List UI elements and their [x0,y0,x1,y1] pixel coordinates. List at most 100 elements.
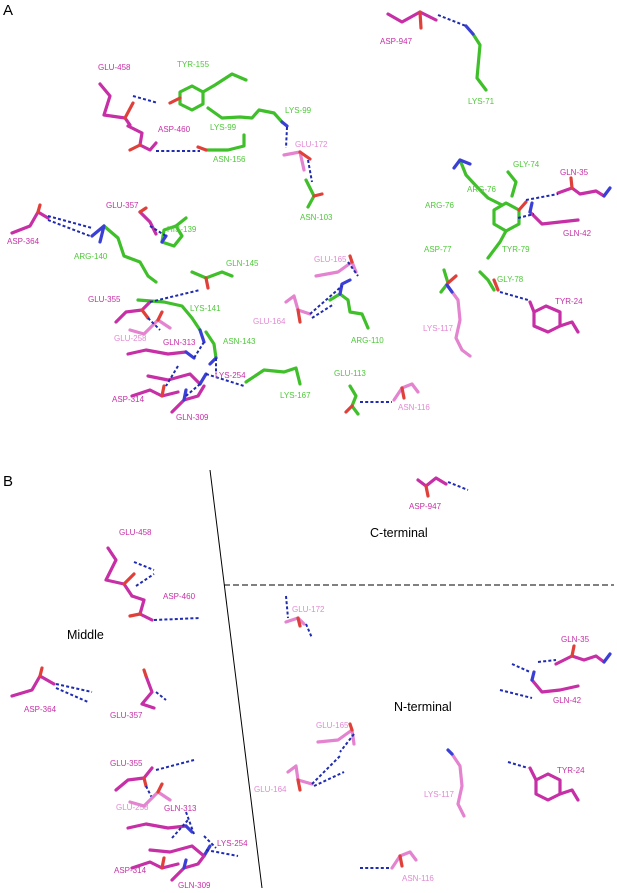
hbond [193,341,205,359]
hbond [149,289,201,303]
region-middle: Middle [67,628,104,642]
label-gln313-b: GLN-313 [164,804,197,813]
label-tyr24: TYR-24 [555,297,583,306]
hbond [47,215,93,229]
residue-gln42-a [528,201,580,226]
residue-gln313-a [126,348,196,360]
label-lys99b: LYS-99 [285,106,312,115]
hbond [499,689,533,699]
region-c-terminal: C-terminal [370,526,428,540]
residue-asn156 [196,133,246,152]
label-asp364-b: ASP-364 [24,705,57,714]
label-tyr155: TYR-155 [177,60,210,69]
hbond [499,291,529,301]
hbond [147,317,161,331]
hbond [311,303,335,319]
hbond [305,623,313,639]
label-arg110: ARG-110 [351,336,384,345]
hbond [313,771,345,787]
residue-lys254-b [148,844,212,858]
region-n-terminal: N-terminal [394,700,452,714]
hbond [171,819,189,839]
hbond [309,285,343,315]
label-tyr79: TYR-79 [502,245,530,254]
label-arg76b: ARG-76 [425,201,454,210]
hbond [203,835,217,849]
residue-gln313-b [126,822,194,834]
label-gln35-b: GLN-35 [561,635,590,644]
residue-lys117-b [446,748,466,818]
label-lys117-b: LYS-117 [424,790,454,799]
label-glu164-b: GLU-164 [254,785,287,794]
residue-lys71 [464,24,488,92]
hbond [339,733,355,753]
label-gln309: GLN-309 [176,413,209,422]
label-asp364: ASP-364 [7,237,40,246]
label-asn116-b: ASN-116 [402,874,434,883]
label-asn143: ASN-143 [223,337,256,346]
residue-asn143 [204,330,218,366]
residue-glu113 [344,384,360,416]
hbond [447,481,469,491]
residue-glu458 [98,82,135,127]
label-glu458-b: GLU-458 [119,528,152,537]
hbond [347,261,359,277]
residue-glu164-b [286,764,314,792]
label-asp314-b: ASP-314 [114,866,147,875]
residue-glu458-b [104,546,136,598]
label-gln145: GLN-145 [226,259,259,268]
label-glu113: GLU-113 [334,369,366,378]
label-lys167: LYS-167 [280,391,311,400]
label-asn116: ASN-116 [398,403,430,412]
residue-gln145 [190,270,234,290]
residue-glu164-a [284,294,312,324]
residue-glu165-b [316,722,356,746]
residue-his139 [160,216,188,248]
panel-b-letter: B [3,473,13,490]
residue-gln309-b [170,854,206,882]
residue-tyr79 [486,200,528,260]
residue-asp947-a [386,10,438,30]
hbond [55,687,89,703]
label-gln313: GLN-313 [163,338,196,347]
residue-asp77 [439,268,458,294]
label-gln309-b: GLN-309 [178,881,211,890]
label-tyr24-b: TYR-24 [557,766,585,775]
residue-gln35-a [556,176,612,198]
label-asp947: ASP-947 [380,37,413,46]
label-asp947-b: ASP-947 [409,502,442,511]
label-glu164: GLU-164 [253,317,286,326]
hbond [47,219,91,237]
label-glu172-b: GLU-172 [292,605,325,614]
residue-arg140 [90,224,158,284]
residue-arg76 [452,158,504,207]
residue-tyr155 [168,72,248,112]
residue-glu357-b [140,668,156,710]
hbond [311,755,341,785]
residue-asn103 [304,178,324,209]
hbond [185,811,195,835]
label-arg76a: ARG-76 [467,185,496,194]
label-glu355-b: GLU-355 [110,759,143,768]
label-gly78: GLY-78 [497,275,524,284]
label-gln42-b: GLN-42 [553,696,582,705]
label-gly74: GLY-74 [513,160,540,169]
residue-gln35-b [554,644,612,666]
hbond [133,561,155,571]
hbond [155,691,167,701]
residue-tyr24-b [528,766,580,802]
hbond [511,663,531,673]
label-asp460: ASP-460 [158,125,191,134]
label-asp314: ASP-314 [112,395,145,404]
residue-tyr24-a [528,300,580,334]
panel-b: B C-terminal Middle N-terminal ASP-947 G… [3,469,614,890]
label-asp77: ASP-77 [424,245,452,254]
label-glu258: GLU-258 [114,334,147,343]
label-lys254: LYS-254 [215,371,246,380]
panel-a-letter: A [3,2,13,19]
label-glu258-b: GLU-258 [116,803,149,812]
hbond [285,126,288,149]
residue-glu172-a [282,150,312,172]
residue-glu355-a [114,300,152,324]
